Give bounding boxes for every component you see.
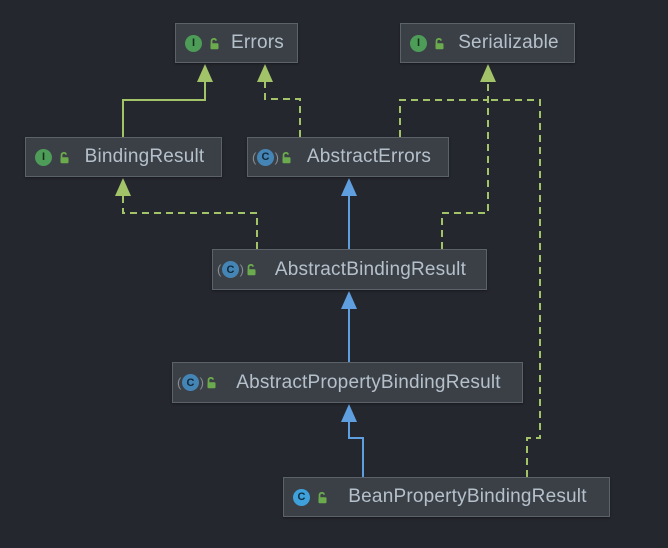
arrowhead-implements <box>115 178 131 196</box>
class-name-label: BeanPropertyBindingResult <box>348 486 587 507</box>
class-node-abstract-binding-result[interactable]: C AbstractBindingResult <box>212 249 487 290</box>
abstract-class-icon: C <box>252 148 279 166</box>
class-node-binding-result[interactable]: I BindingResult <box>25 137 222 177</box>
arrowhead-extends <box>341 404 357 422</box>
abstract-class-icon: C <box>217 261 244 278</box>
edge-extends-bean-property-binding-result-to-abstract-property-binding-result <box>341 404 364 477</box>
abstract-class-icon: C <box>177 374 204 391</box>
lock-icon <box>433 37 446 50</box>
interface-icon: I <box>185 34 202 52</box>
class-name-label: AbstractBindingResult <box>274 258 467 280</box>
edge-extends-abstract-binding-result-to-abstract-errors <box>341 178 357 249</box>
edge-implements-abstract-errors-to-errors <box>257 64 301 137</box>
class-node-abstract-errors[interactable]: C AbstractErrors <box>247 137 449 177</box>
lock-icon <box>316 491 329 504</box>
edge-implements-abstract-errors-to-serializable <box>399 99 488 137</box>
class-name-label: BindingResult <box>84 146 205 167</box>
edge-implements-bean-property-binding-result-to-serializable <box>488 99 541 477</box>
class-name-label: AbstractPropertyBindingResult <box>236 371 501 393</box>
edge-implements-abstract-binding-result-to-binding-result <box>115 178 258 249</box>
class-name-label: Serializable <box>458 32 559 53</box>
class-name-label: AbstractErrors <box>306 146 432 167</box>
class-node-serializable[interactable]: I Serializable <box>400 23 575 63</box>
arrowhead-extends <box>341 178 357 196</box>
class-node-errors[interactable]: I Errors <box>175 23 298 63</box>
class-node-abstract-property-binding-result[interactable]: C AbstractPropertyBindingResult <box>172 362 523 403</box>
lock-icon <box>208 37 221 50</box>
lock-icon <box>205 376 218 389</box>
arrowhead-implements <box>480 64 496 82</box>
lock-icon <box>245 263 258 276</box>
class-node-bean-property-binding-result[interactable]: C BeanPropertyBindingResult <box>283 477 610 517</box>
edge-extends-abstract-property-binding-result-to-abstract-binding-result <box>341 291 357 362</box>
class-icon: C <box>293 488 310 506</box>
interface-icon: I <box>35 148 52 166</box>
lock-icon <box>280 151 293 164</box>
edge-extends-binding-result-to-errors <box>122 64 213 137</box>
interface-icon: I <box>410 34 427 52</box>
arrowhead-extends <box>197 64 213 82</box>
arrowhead-implements <box>257 64 273 82</box>
arrowhead-extends <box>341 291 357 309</box>
edge-implements-abstract-binding-result-to-serializable <box>441 64 496 249</box>
class-name-label: Errors <box>231 32 284 53</box>
lock-icon <box>58 151 71 164</box>
